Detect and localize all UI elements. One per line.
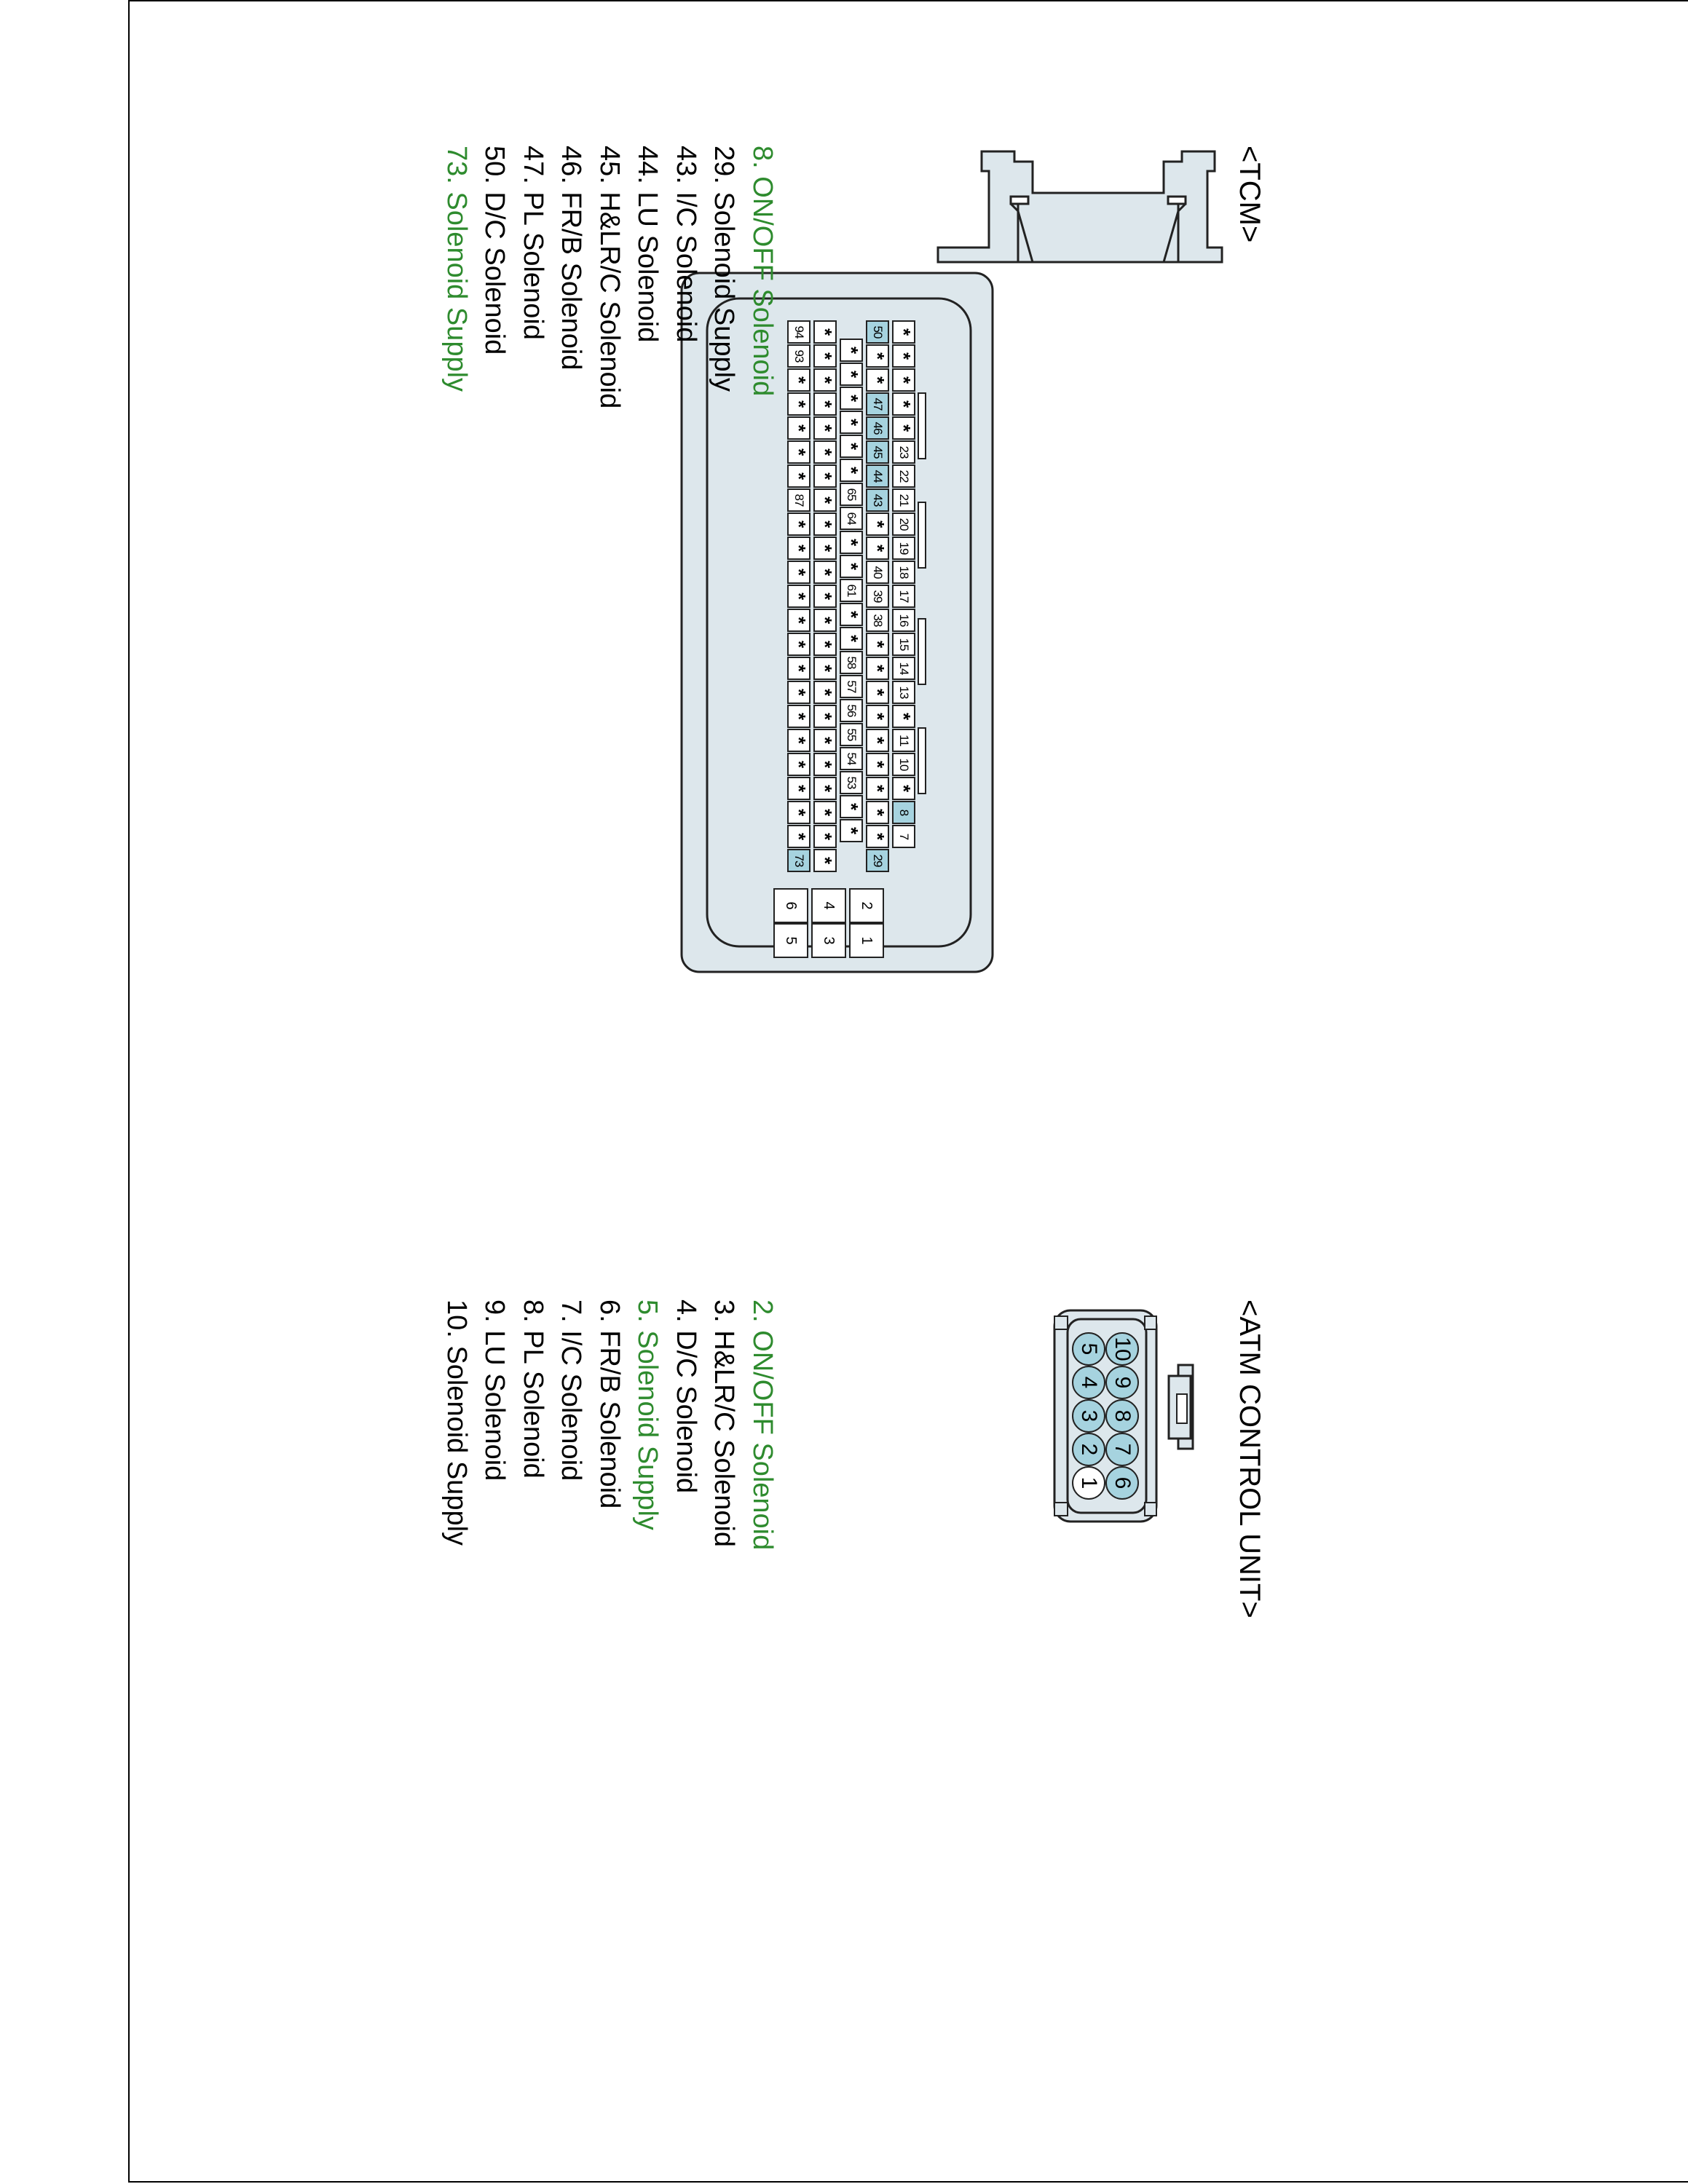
atm-pin: 7 [1105,1433,1139,1466]
atm-pin: 9 [1105,1366,1139,1399]
atm-legend-item: 2. ON/OFF Solenoid [747,1299,778,1551]
atm-pin: 10 [1105,1332,1139,1366]
atm-legend-item: 7. I/C Solenoid [556,1299,587,1481]
atm-pin: 2 [1072,1433,1105,1466]
atm-pin: 3 [1072,1399,1105,1433]
atm-legend-item: 10. Solenoid Supply [441,1299,472,1546]
atm-pin: 5 [1072,1332,1105,1366]
atm-legend-item: 5. Solenoid Supply [632,1299,663,1530]
atm-legend: 2. ON/OFF Solenoid 3. H&LR/C Solenoid 4.… [438,1299,782,1550]
page-frame [128,0,1688,2183]
atm-legend-item: 6. FR/B Solenoid [594,1299,625,1509]
atm-pin: 4 [1072,1366,1105,1399]
atm-legend-item: 9. LU Solenoid [479,1299,510,1481]
atm-legend-item: 3. H&LR/C Solenoid [709,1299,740,1548]
atm-pin: 6 [1105,1466,1139,1500]
atm-legend-item: 8. PL Solenoid [518,1299,548,1479]
atm-legend-item: 4. D/C Solenoid [671,1299,701,1494]
atm-pin: 8 [1105,1399,1139,1433]
atm-pin: 1 [1072,1466,1105,1500]
